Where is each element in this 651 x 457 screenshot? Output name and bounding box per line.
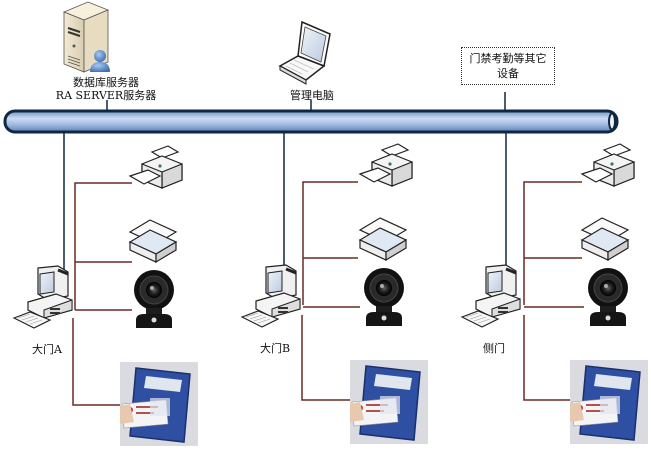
desktop-pc-icon (240, 263, 302, 329)
db-server-label-line1: 数据库服务器 (73, 76, 139, 89)
station-gate-b (240, 143, 429, 445)
webcam-icon (363, 267, 405, 327)
printer-icon (581, 143, 635, 187)
link-printer (74, 182, 132, 310)
laptop-icon (278, 20, 331, 85)
printer-icon (129, 145, 183, 189)
db-server-label-line2: RA SERVER服务器 (55, 89, 157, 102)
desktop-pc-icon (460, 263, 522, 329)
other-devices-box: 门禁考勤等其它 设备 (461, 47, 555, 85)
link-reader (72, 318, 120, 406)
printer-icon (359, 143, 413, 187)
station-side-gate (460, 143, 649, 445)
link-reader (523, 315, 570, 401)
station-label-gate-b: 大门B (260, 342, 291, 355)
scanner-icon (129, 219, 177, 263)
id-card-reader-icon (569, 359, 649, 445)
link-printer (302, 181, 358, 305)
other-devices-label-line1: 门禁考勤等其它 (469, 52, 547, 65)
link-reader (301, 315, 350, 401)
id-card-reader-icon (119, 361, 199, 447)
id-card-reader-icon (349, 359, 429, 445)
station-label-gate-a: 大门A (32, 343, 62, 356)
network-bus (3, 109, 619, 134)
link-printer (523, 181, 582, 305)
station-label-side-gate: 侧门 (483, 342, 505, 355)
user-icon (90, 50, 110, 72)
db-server-label: 数据库服务器 RA SERVER服务器 (46, 76, 166, 102)
webcam-icon (587, 267, 629, 327)
webcam-icon (133, 269, 175, 329)
desktop-pc-icon (12, 264, 74, 330)
admin-pc-label: 管理电脑 (290, 89, 334, 102)
station-gate-a (12, 145, 199, 447)
other-devices-label-line2: 设备 (497, 67, 519, 80)
scanner-icon (359, 217, 407, 261)
scanner-icon (581, 217, 629, 261)
